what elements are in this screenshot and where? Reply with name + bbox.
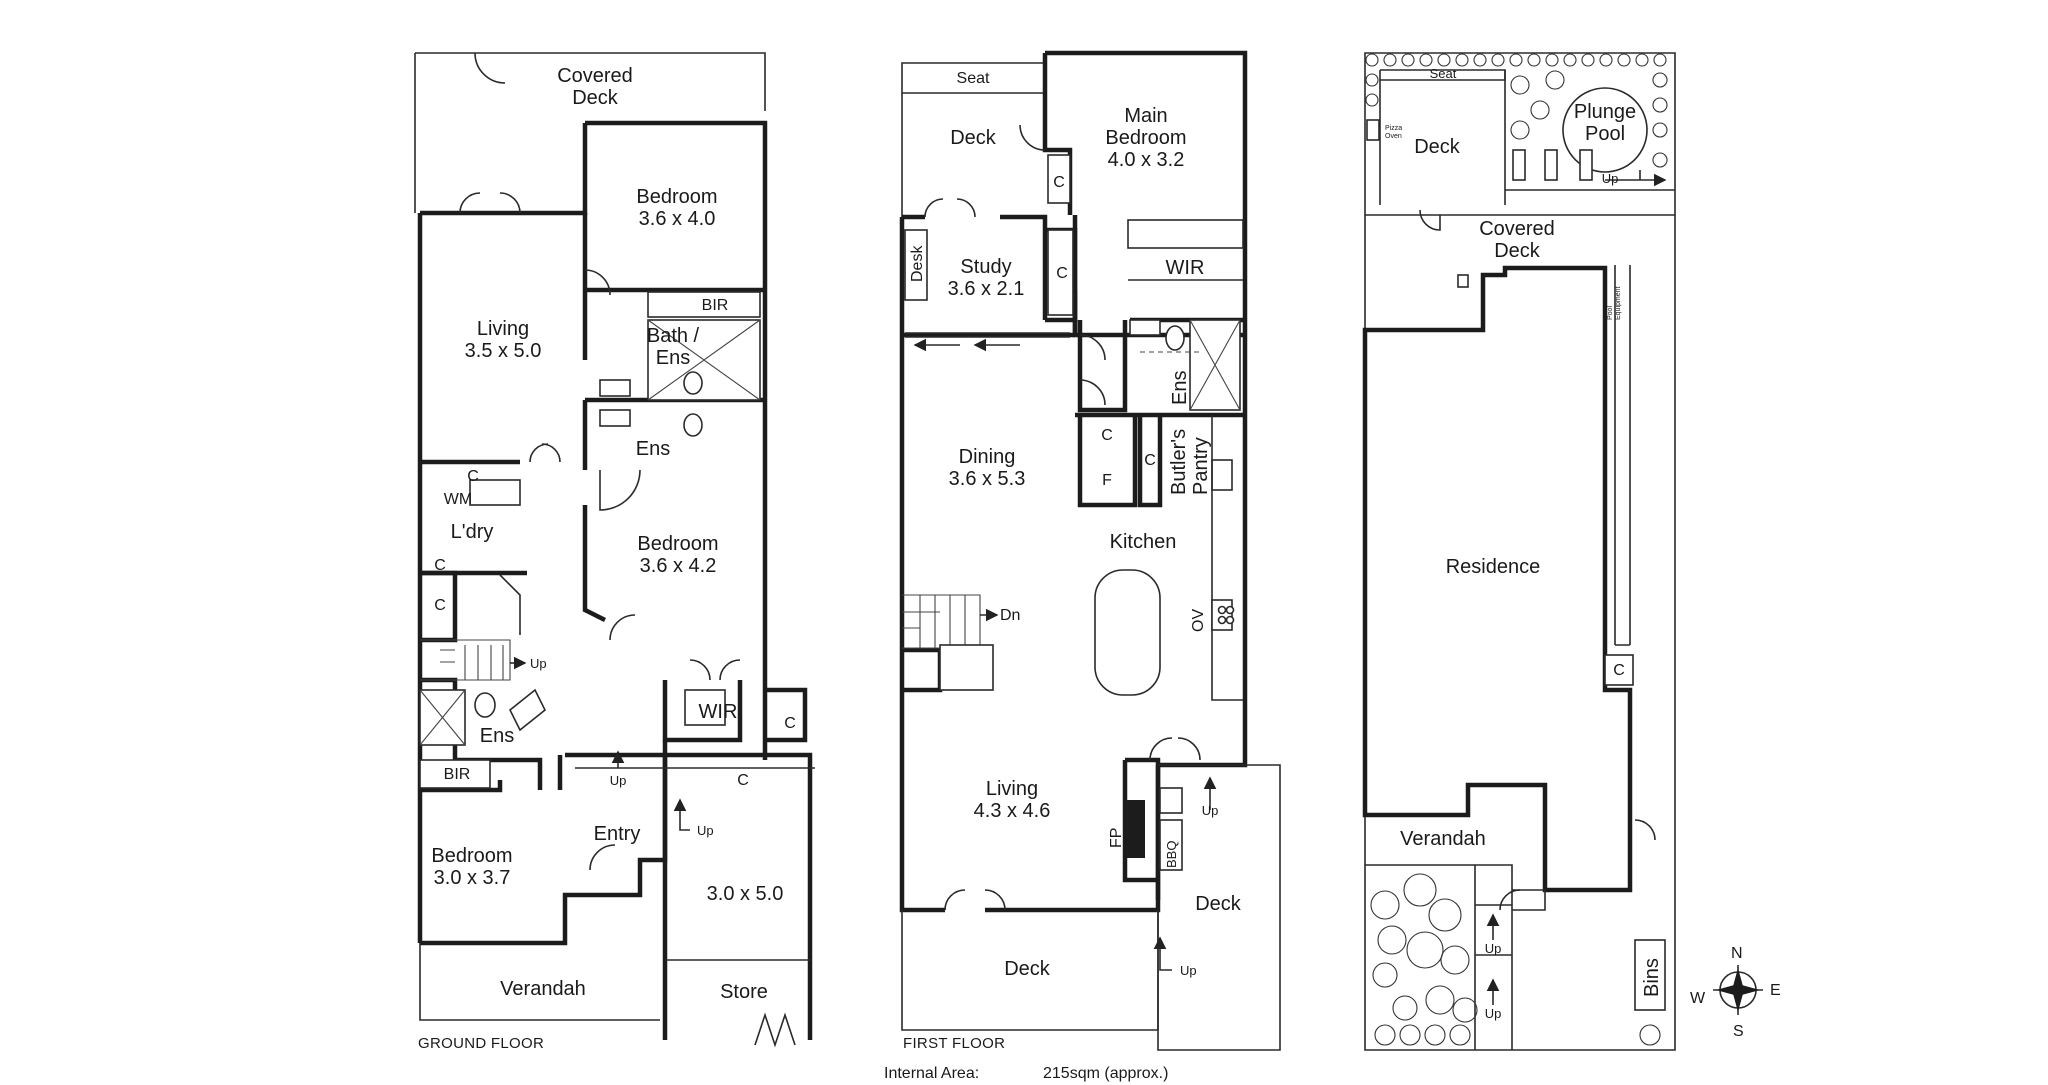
cupboard-3-label: C	[1101, 427, 1113, 444]
oven-label: OV	[1190, 609, 1207, 632]
garage-cupboard-label: C	[737, 772, 749, 789]
wir-label: WIR	[699, 701, 738, 723]
seat-label: Seat	[957, 70, 990, 87]
ens-2-label: Ens	[480, 725, 514, 747]
laundry-label: L'dry	[451, 521, 494, 543]
compass-north: N	[1731, 945, 1743, 962]
first-floor-title: FIRST FLOOR	[903, 1035, 1005, 1052]
compass-west: W	[1690, 990, 1706, 1007]
cupboard-4-label: C	[1144, 452, 1156, 469]
bir-2-label: BIR	[444, 766, 471, 783]
garage-up-label: Up	[697, 823, 714, 838]
wir-label: WIR	[1166, 257, 1205, 279]
laundry-cupboard-label: C	[467, 468, 479, 485]
garage-size-label: 3.0 x 5.0	[707, 883, 784, 905]
bath-ens-label: Bath /Ens	[647, 325, 700, 369]
cupboard-3-label: C	[434, 597, 446, 614]
residence-label: Residence	[1446, 556, 1541, 578]
site-up-1-label: Up	[1485, 941, 1502, 956]
store-label: Store	[720, 981, 768, 1003]
stair-down-label: Dn	[1000, 607, 1020, 624]
ens-label: Ens	[1169, 371, 1191, 405]
bbq-label: BBQ	[1164, 841, 1179, 868]
verandah-label: Verandah	[500, 978, 586, 1000]
compass-rose: N E S W	[1690, 945, 1781, 1040]
bins-label: Bins	[1641, 958, 1663, 997]
desk-label: Desk	[909, 245, 926, 282]
compass-east: E	[1770, 982, 1781, 999]
kitchen-label: Kitchen	[1110, 531, 1177, 553]
bir-label: BIR	[702, 297, 729, 314]
pool-up-label: Up	[1602, 171, 1619, 186]
pool-equipment-label: PoolEquipment	[1607, 286, 1622, 320]
bottom-deck-up-label: Up	[1180, 963, 1197, 978]
wm-label: WM	[444, 491, 472, 508]
deck-top-label: Deck	[950, 127, 997, 149]
deck-bottom-label: Deck	[1004, 958, 1051, 980]
stair-up-label: Up	[530, 656, 547, 671]
entry-label: Entry	[594, 823, 641, 845]
compass-south: S	[1733, 1023, 1744, 1040]
fridge-label: F	[1102, 472, 1112, 489]
site-cupboard-label: C	[1613, 662, 1625, 679]
deck-right-label: Deck	[1195, 893, 1242, 915]
site-deck-label: Deck	[1414, 136, 1461, 158]
entry-up-label: Up	[610, 773, 627, 788]
deck-up-label: Up	[1202, 803, 1219, 818]
site-up-2-label: Up	[1485, 1006, 1502, 1021]
cupboard-2-label: C	[1056, 265, 1068, 282]
fireplace-label: FP	[1108, 828, 1125, 848]
ground-floor-title: GROUND FLOOR	[418, 1035, 544, 1052]
site-verandah-label: Verandah	[1400, 828, 1486, 850]
ens-label: Ens	[636, 438, 670, 460]
internal-area-value: 215sqm (approx.)	[1043, 1065, 1168, 1082]
cupboard-1-label: C	[1053, 174, 1065, 191]
butlers-pantry-label: Butler'sPantry	[1168, 429, 1212, 495]
internal-area-label: Internal Area:	[884, 1065, 979, 1082]
site-seat-label: Seat	[1430, 66, 1457, 81]
cupboard-2-label: C	[434, 557, 446, 574]
wir-cupboard-label: C	[784, 715, 796, 732]
